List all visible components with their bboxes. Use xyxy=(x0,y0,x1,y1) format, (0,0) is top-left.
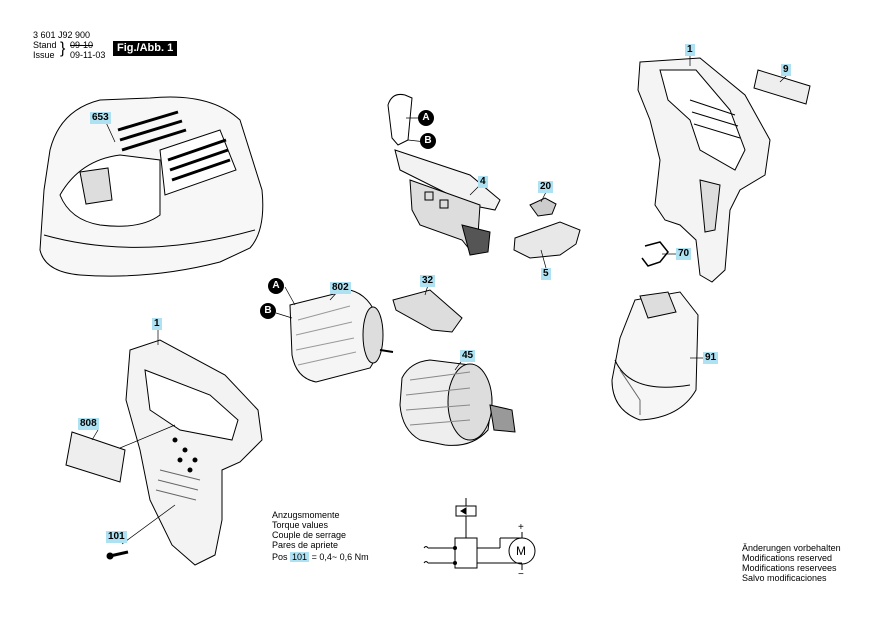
circuit-minus: − xyxy=(518,569,524,580)
callout-808: 808 xyxy=(78,418,99,430)
figure-label: Fig./Abb. 1 xyxy=(113,41,178,56)
issue-label: Issue xyxy=(33,50,55,60)
callout-45: 45 xyxy=(460,350,476,362)
circuit-motor-label: M xyxy=(516,544,526,558)
gearbox-illustration xyxy=(399,359,516,446)
part-number: 3 601 J92 900 xyxy=(33,30,91,40)
callout-101: 101 xyxy=(106,531,127,543)
battery-illustration xyxy=(611,291,699,421)
stand-label: Stand xyxy=(33,40,57,50)
label-9-illustration xyxy=(753,69,811,105)
marker-a-top: A xyxy=(418,110,434,126)
issue-value: 09-11-03 xyxy=(70,50,106,60)
callout-802: 802 xyxy=(330,282,351,294)
callout-1-top: 1 xyxy=(685,44,695,56)
callout-9: 9 xyxy=(781,64,791,76)
torque-line-2: Torque values xyxy=(272,520,329,530)
brace-glyph: } xyxy=(60,40,66,57)
callout-1-bottom: 1 xyxy=(152,318,162,330)
torque-line-1: Anzugsmomente xyxy=(272,510,340,520)
switch-illustration xyxy=(387,94,501,256)
callout-70: 70 xyxy=(676,248,692,260)
notice-line-4: Salvo modificaciones xyxy=(742,573,827,583)
callout-5: 5 xyxy=(541,268,551,280)
notice-line-2: Modifications reserved xyxy=(742,553,833,563)
marker-a-mid: A xyxy=(268,278,284,294)
marker-b-top: B xyxy=(420,133,436,149)
housing-half-top-illustration xyxy=(637,57,771,283)
notice-line-1: Änderungen vorbehalten xyxy=(742,543,841,553)
callout-20: 20 xyxy=(538,181,554,193)
callout-4: 4 xyxy=(478,176,488,188)
stand-value: 09-10 xyxy=(70,40,94,50)
circuit-plus: + xyxy=(518,522,524,533)
torque-line-3: Couple de serrage xyxy=(272,530,347,540)
callout-91: 91 xyxy=(703,352,719,364)
circuit-schematic xyxy=(423,498,536,570)
screw-101-illustration xyxy=(106,550,129,560)
part-32-illustration xyxy=(392,289,463,333)
callout-32: 32 xyxy=(420,275,436,287)
part-5-illustration xyxy=(513,221,581,259)
torque-line-4: Pares de apriete xyxy=(272,540,339,550)
torque-pos-label: Pos xyxy=(272,552,288,562)
housing-half-bottom-illustration xyxy=(125,339,263,566)
marker-b-mid: B xyxy=(260,303,276,319)
clip-70-illustration xyxy=(641,241,669,267)
notice-line-3: Modifications reservees xyxy=(742,563,837,573)
label-808-illustration xyxy=(65,431,126,483)
torque-pos-value: = 0,4~ 0,6 Nm xyxy=(311,552,369,562)
charger-illustration xyxy=(39,96,264,277)
motor-illustration xyxy=(289,289,394,383)
part-20-illustration xyxy=(529,197,557,217)
callout-653: 653 xyxy=(90,112,111,124)
torque-pos-ref: 101 xyxy=(290,552,310,562)
torque-pos-row: Pos 101 = 0,4~ 0,6 Nm xyxy=(272,552,369,562)
